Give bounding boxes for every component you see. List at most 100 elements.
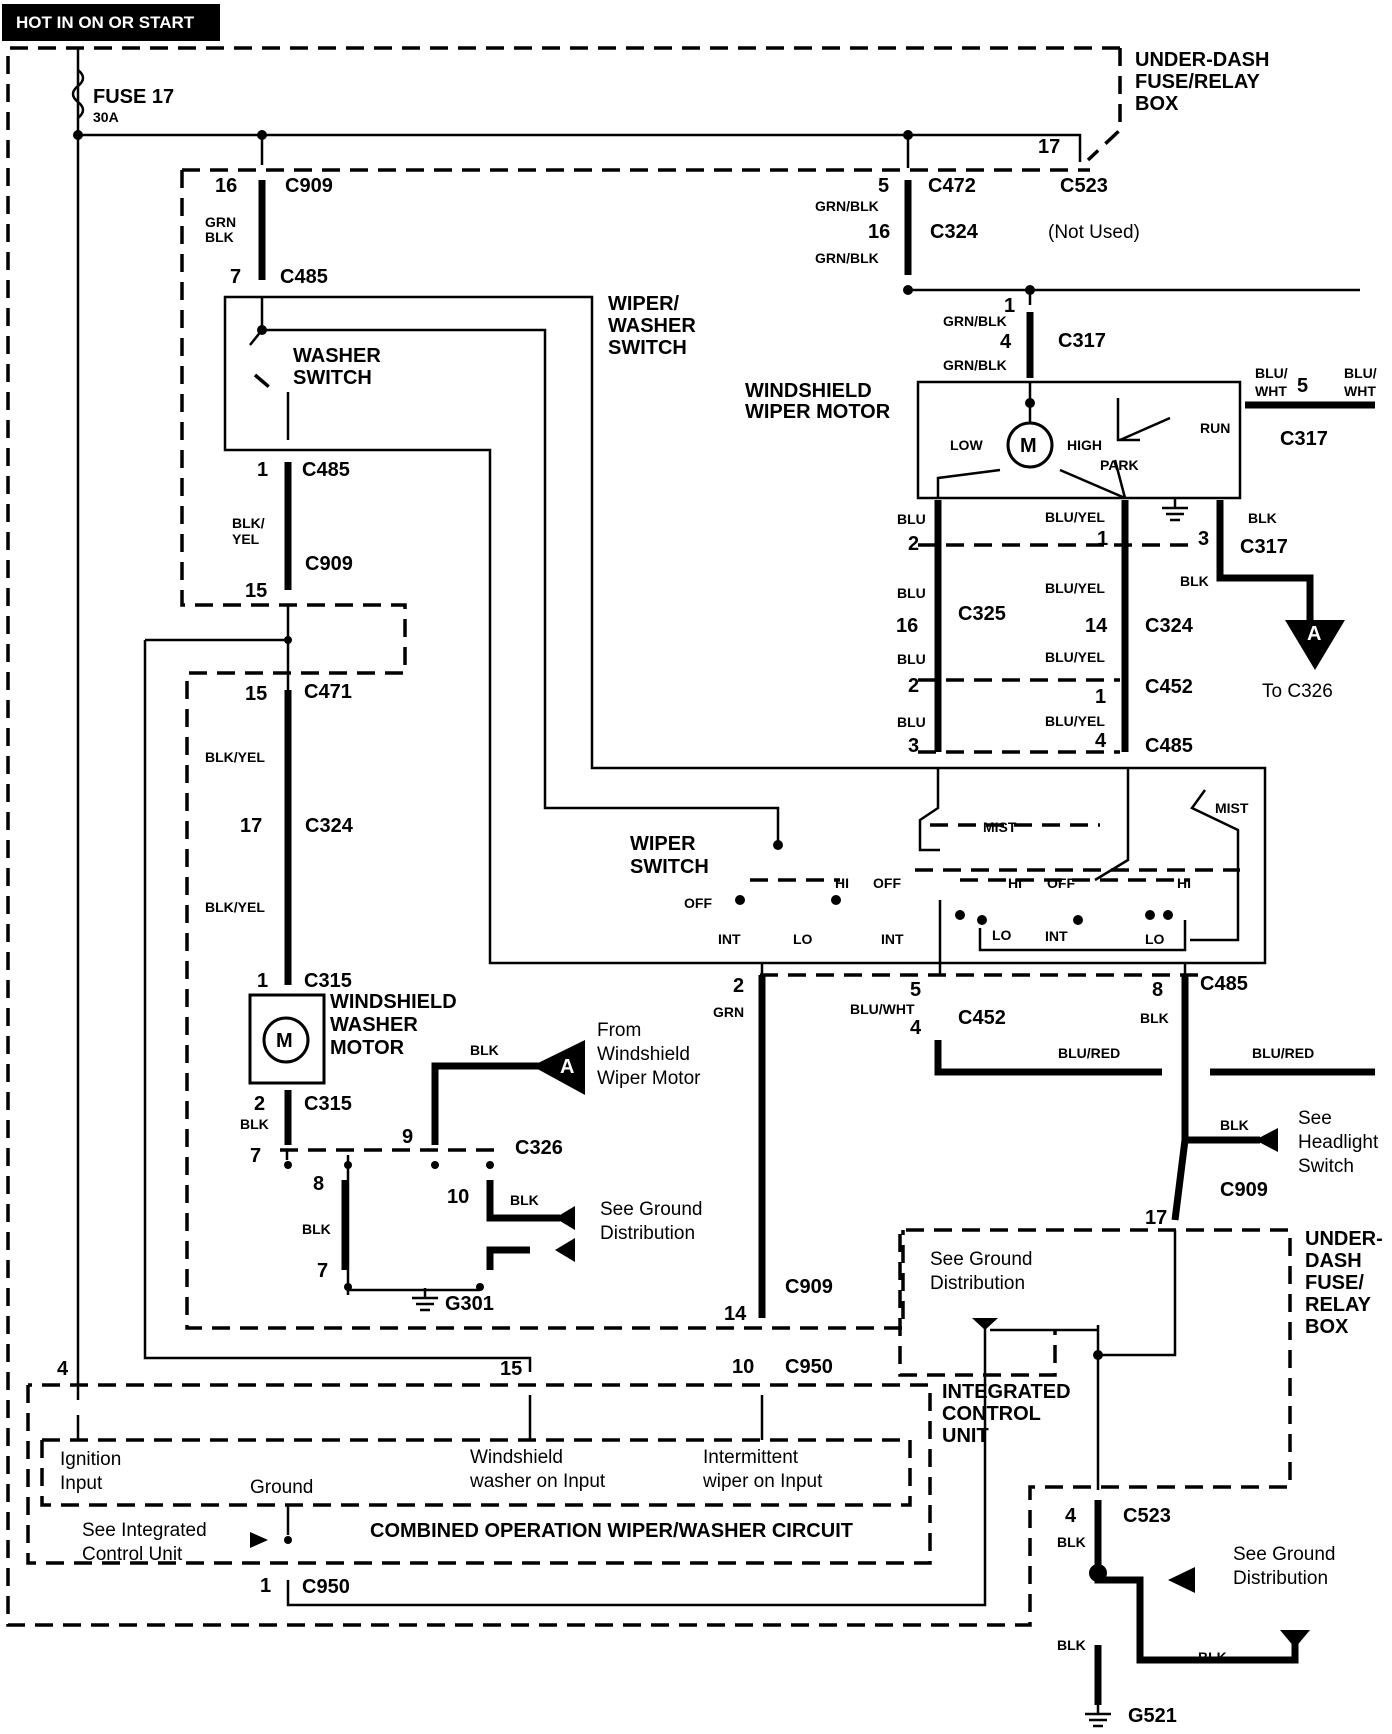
label-wire_colors-blk_j: BLK: [1057, 1637, 1086, 1653]
label-pins-p2d: 2: [733, 975, 744, 997]
wiper-motor-labels: LOW HIGH RUN PARK: [950, 420, 1230, 473]
label-connectors-c452: C452: [1145, 676, 1193, 698]
label-switch_labels-int_a: INT: [718, 931, 741, 947]
label-wire_colors-bluwht_a: BLU/: [1255, 365, 1288, 381]
label-notes-see_headlight-2: Switch: [1298, 1156, 1354, 1177]
label-wire_colors-grn_blk_c: GRN/BLK: [815, 198, 879, 214]
washer-motor-symbol: M: [248, 993, 326, 1085]
label-notes-see_icu-0: See Integrated: [82, 1520, 207, 1541]
label-pins-p1d: 1: [1097, 528, 1108, 550]
label-pins-p5c: 5: [910, 979, 921, 1001]
label-switch_labels-off_a: OFF: [684, 895, 712, 911]
label-pins-p3a: 3: [1198, 528, 1209, 550]
pin-labels: 16 7 5 16 17 1 4 5 1 15 15 17 1 2 7 9 8 …: [57, 136, 1308, 1597]
label-wire_colors-bluwht_d: WHT: [1344, 383, 1376, 399]
label-pins-p15a: 15: [245, 580, 267, 602]
label-connectors-c325: C325: [958, 603, 1006, 625]
label-switch_labels-int_b: INT: [881, 931, 904, 947]
label-wire_colors-blk_d: BLK: [302, 1221, 331, 1237]
label-wire_colors-blk_yel_a: BLK/: [232, 515, 265, 531]
wws-l3: SWITCH: [608, 337, 687, 359]
label-switch_labels-hi_a: HI: [835, 875, 849, 891]
not-used-note: (Not Used): [1048, 222, 1140, 243]
washer-motor-l1: WINDSHIELD: [330, 991, 457, 1013]
label-notes-from_motor-1: Windshield: [597, 1044, 690, 1065]
label-notes-washer_on_input-1: washer on Input: [469, 1471, 606, 1492]
label-connectors-c317: C317: [1240, 536, 1288, 558]
wws-l2: WASHER: [608, 315, 696, 337]
label-connectors-c324: C324: [305, 815, 354, 837]
wiper-motor-l1: WINDSHIELD: [745, 380, 872, 402]
label-switch_labels-lo_c: LO: [1145, 931, 1165, 947]
label-pins-p1f: 1: [260, 1575, 271, 1597]
fuse-name: FUSE 17: [93, 86, 174, 108]
wiper-switch-l2: SWITCH: [630, 856, 709, 878]
label-notes-see_headlight-0: See: [1298, 1108, 1332, 1129]
label-pins-p10b: 10: [732, 1356, 754, 1378]
label-pins-p1c: 1: [257, 970, 268, 992]
label-wire_colors-bluyel_a: BLU/YEL: [1045, 509, 1105, 525]
label-pins-p1b: 1: [257, 459, 268, 481]
label-switch_labels-off_c: OFF: [1047, 875, 1075, 891]
label-pins-p16c: 16: [896, 615, 918, 637]
label-wire_colors-blk_f: BLK: [1180, 573, 1209, 589]
label-wire_colors-grn: GRN: [713, 1004, 744, 1020]
label-notes-intermittent_input-0: Intermittent: [703, 1447, 799, 1468]
label-connectors-c485: C485: [1200, 973, 1248, 995]
label-wire_colors-blk_c: BLK: [510, 1192, 539, 1208]
label-pins-p2b: 2: [908, 533, 919, 555]
wiper-motor-l2: WIPER MOTOR: [745, 401, 891, 423]
underdash-bot-l3: FUSE/: [1305, 1272, 1364, 1294]
label-pins-p14a: 14: [1085, 615, 1108, 637]
label-notes-ignition_input-1: Input: [60, 1473, 103, 1494]
label-wire_colors-grn_blk_b: BLK: [205, 229, 234, 245]
label-pins-p17b: 17: [240, 815, 262, 837]
label-notes-see_ground_c-1: Distribution: [1233, 1568, 1328, 1589]
label-notes-washer_on_input-0: Windshield: [470, 1447, 563, 1468]
run-label: RUN: [1200, 420, 1230, 436]
label-connectors-c324: C324: [930, 221, 979, 243]
label-pins-p5b: 5: [1297, 375, 1308, 397]
ground-symbols: [412, 498, 1188, 1728]
label-connectors-c452: C452: [958, 1007, 1006, 1029]
underdash-top-l1: UNDER-DASH: [1135, 49, 1269, 71]
label-switch_labels-hi_b: HI: [1008, 875, 1022, 891]
label-connectors-c471: C471: [304, 681, 352, 703]
label-connectors-c485: C485: [280, 266, 328, 288]
label-pins-p7b: 7: [250, 1145, 261, 1167]
washer-switch-l1: WASHER: [293, 345, 381, 367]
label-connectors-c472: C472: [928, 175, 976, 197]
label-notes-from_motor-2: Wiper Motor: [597, 1068, 701, 1089]
label-pins-p8b: 8: [1152, 979, 1163, 1001]
label-connectors-c324: C324: [1145, 615, 1194, 637]
label-switch_labels-int_c: INT: [1045, 928, 1068, 944]
label-wire_colors-blu_d: BLU: [897, 714, 926, 730]
label-pins-p5a: 5: [878, 175, 889, 197]
wiper-switch-l1: WIPER: [630, 833, 696, 855]
wws-l1: WIPER/: [608, 293, 680, 315]
label-pins-p8a: 8: [313, 1173, 324, 1195]
label-connectors-c523: C523: [1123, 1505, 1171, 1527]
label-wire_colors-blk_a: BLK: [240, 1116, 269, 1132]
label-switch_labels-lo_b: LO: [992, 927, 1012, 943]
label-pins-p4e: 4: [1065, 1505, 1077, 1527]
label-pins-p16b: 16: [868, 221, 890, 243]
label-wire_colors-blured_b: BLU/RED: [1252, 1045, 1314, 1061]
label-notes-see_headlight-1: Headlight: [1298, 1132, 1379, 1153]
label-switch_labels-mist_a: MIST: [983, 819, 1017, 835]
label-connectors-c909: C909: [305, 553, 353, 575]
label-pins-p4c: 4: [910, 1017, 922, 1039]
label-pins-p17a: 17: [1038, 136, 1060, 158]
high-label: HIGH: [1067, 437, 1102, 453]
underdash-bot-l2: DASH: [1305, 1250, 1362, 1272]
label-wire_colors-bluwht_c: BLU/: [1344, 365, 1377, 381]
label-connectors-c315: C315: [304, 970, 352, 992]
label-pins-p1a: 1: [1004, 295, 1015, 317]
combined-circuit-title: COMBINED OPERATION WIPER/WASHER CIRCUIT: [370, 1520, 853, 1542]
box-outlines: [6, 46, 1292, 1627]
label-switch_labels-lo_a: LO: [793, 931, 813, 947]
label-wire_colors-blk_k: BLK: [1198, 1649, 1227, 1665]
label-switch_labels-hi_c: HI: [1177, 875, 1191, 891]
label-wire_colors-grn_blk_e: GRN/BLK: [943, 313, 1007, 329]
